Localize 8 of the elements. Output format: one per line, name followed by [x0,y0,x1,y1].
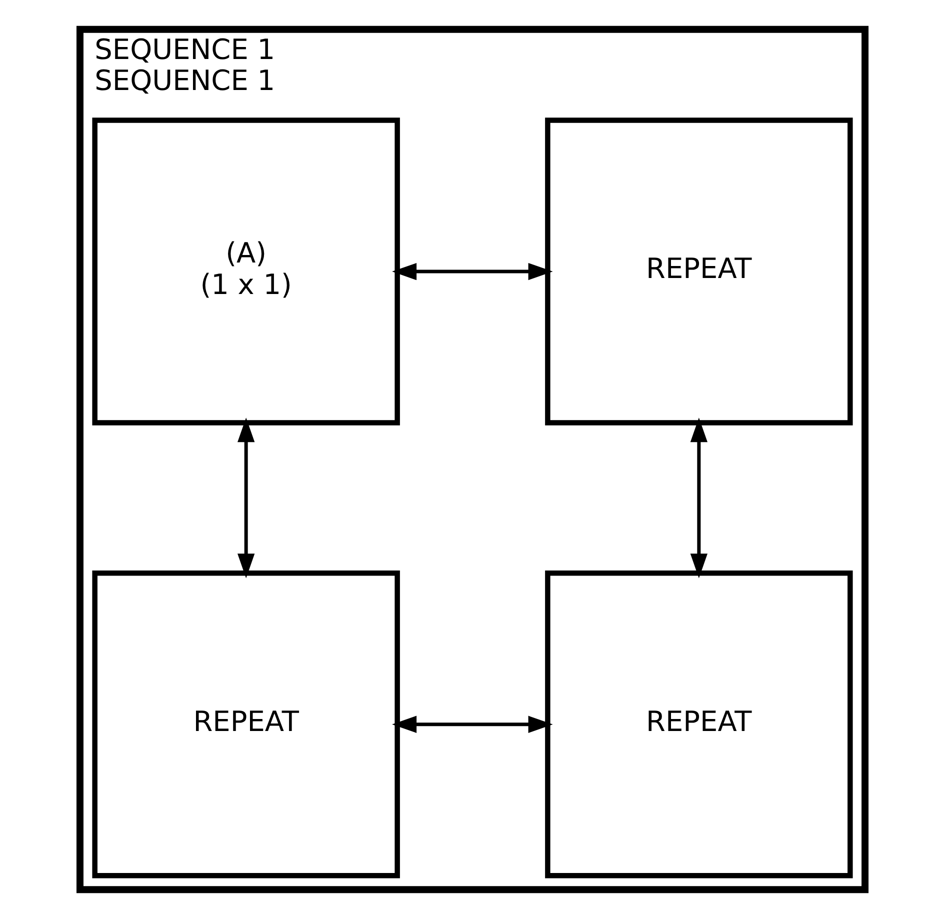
node-box: (A) (1 x 1) [92,118,400,426]
node-box: REPEAT [544,118,852,426]
arrow [392,716,552,733]
arrow [690,418,707,578]
arrow [237,418,254,578]
arrow [392,262,552,280]
node-box: REPEAT [92,570,400,878]
node-box: REPEAT [544,570,852,878]
